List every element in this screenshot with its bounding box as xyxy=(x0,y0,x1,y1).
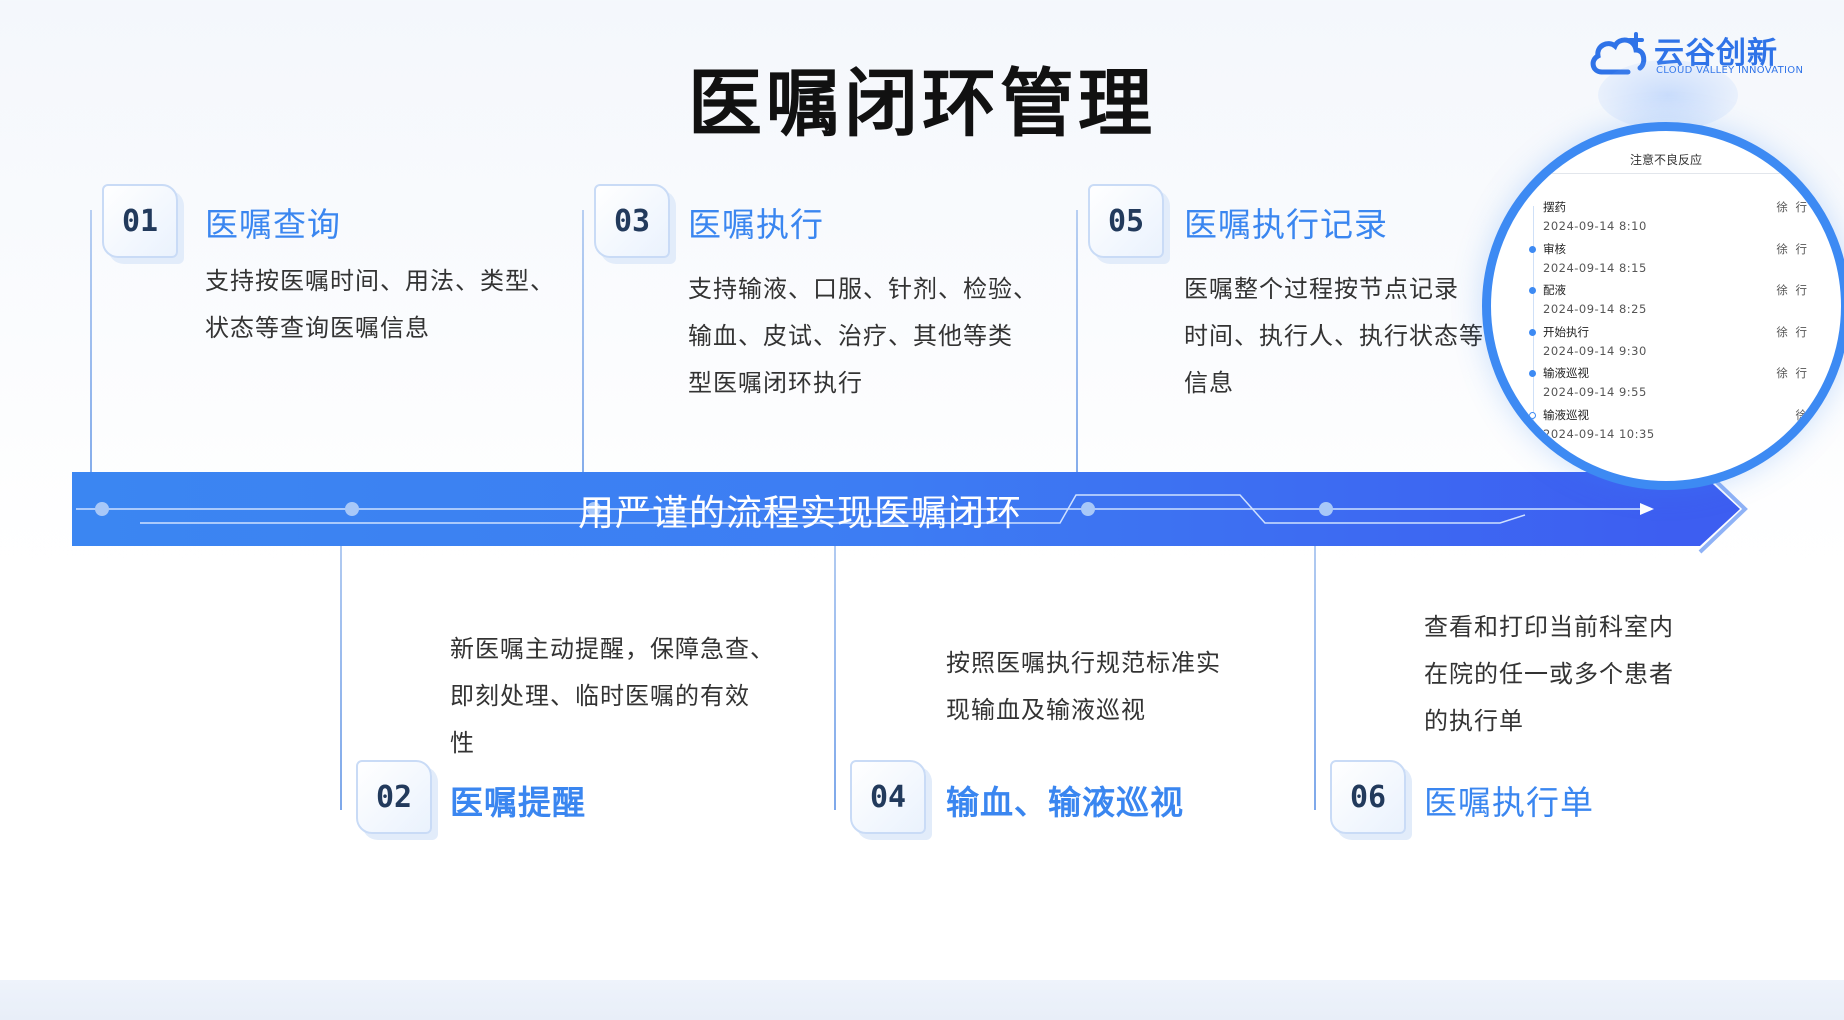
timeline-node-02 xyxy=(345,502,359,516)
zoom-timeline-axis xyxy=(1533,206,1534,481)
zoom-glow xyxy=(1598,60,1738,130)
record-row: 配液 徐 行 2024-09-14 8:25 xyxy=(1529,282,1823,324)
zoom-header: 注意不良反应 xyxy=(1629,153,1702,167)
step-title-01: 医嘱查询 xyxy=(205,205,341,244)
step-badge-02: 02 xyxy=(356,760,432,834)
zoom-divider xyxy=(1511,173,1821,174)
step-title-05: 医嘱执行记录 xyxy=(1184,205,1388,244)
connector-01 xyxy=(90,210,92,510)
record-row: 输液巡视 徐 2024-09-14 10:35 xyxy=(1529,407,1823,449)
connector-06 xyxy=(1314,510,1316,810)
record-dot-icon xyxy=(1529,328,1536,336)
record-row: 开始执行 徐 行 2024-09-14 9:30 xyxy=(1529,324,1823,366)
execution-record-zoom: 注意不良反应 摆药 徐 行 2024-09-14 8:10 审核 徐 行 202… xyxy=(1482,122,1844,490)
step-desc-05: 医嘱整个过程按节点记录 时间、执行人、执行状态等 信息 xyxy=(1184,275,1484,397)
record-dot-icon xyxy=(1529,411,1536,419)
timeline-node-05 xyxy=(1081,502,1095,516)
connector-05 xyxy=(1076,210,1078,510)
timeline-arrow-tip xyxy=(1640,503,1654,515)
logo-name-en: CLOUD VALLEY INNOVATION xyxy=(1656,65,1804,76)
connector-03 xyxy=(582,210,584,510)
step-title-03: 医嘱执行 xyxy=(688,205,824,244)
connector-04 xyxy=(834,510,836,810)
timeline-node-06 xyxy=(1319,502,1333,516)
timeline-band-text: 用严谨的流程实现医嘱闭环 xyxy=(577,493,1022,534)
record-row: 输液巡视 徐 行 2024-09-14 9:55 xyxy=(1529,365,1823,407)
step-desc-04: 按照医嘱执行规范标准实 现输血及输液巡视 xyxy=(946,649,1221,724)
record-row: 审核 徐 行 2024-09-14 8:15 xyxy=(1529,241,1823,283)
record-dot-icon xyxy=(1529,287,1536,294)
step-title-02: 医嘱提醒 xyxy=(450,783,586,822)
step-badge-06: 06 xyxy=(1330,760,1406,834)
step-badge-05: 05 xyxy=(1088,184,1164,258)
logo-name-cn: 云谷创新 xyxy=(1654,36,1778,71)
logo: 云谷创新 CLOUD VALLEY INNOVATION xyxy=(1588,28,1803,84)
timeline-node-03 xyxy=(587,502,601,516)
timeline-node-01 xyxy=(95,502,109,516)
footer-band xyxy=(0,980,1844,1020)
step-title-06: 医嘱执行单 xyxy=(1424,783,1594,822)
step-title-04: 输血、输液巡视 xyxy=(946,783,1184,822)
connector-02 xyxy=(340,510,342,810)
timeline-decor-line xyxy=(140,494,1526,524)
step-desc-02: 新医嘱主动提醒，保障急查、 即刻处理、临时医嘱的有效 性 xyxy=(450,635,775,757)
step-desc-01: 支持按医嘱时间、用法、类型、 状态等查询医嘱信息 xyxy=(205,267,555,342)
band-arrow-head xyxy=(1670,472,1740,546)
record-dot-icon xyxy=(1529,370,1536,377)
step-badge-01: 01 xyxy=(102,184,178,258)
step-badge-03: 03 xyxy=(594,184,670,258)
cloud-logo-icon xyxy=(1590,32,1647,75)
record-dot-icon xyxy=(1529,245,1536,253)
step-desc-03: 支持输液、口服、针剂、检验、 输血、皮试、治疗、其他等类 型医嘱闭环执行 xyxy=(688,275,1038,397)
zoom-record-list: 摆药 徐 行 2024-09-14 8:10 审核 徐 行 2024-09-14… xyxy=(1529,199,1823,449)
page-title: 医嘱闭环管理 xyxy=(688,61,1156,147)
step-badge-04: 04 xyxy=(850,760,926,834)
step-desc-06: 查看和打印当前科室内 在院的任一或多个患者 的执行单 xyxy=(1424,613,1674,735)
record-row: 摆药 徐 行 2024-09-14 8:10 xyxy=(1543,200,1809,233)
